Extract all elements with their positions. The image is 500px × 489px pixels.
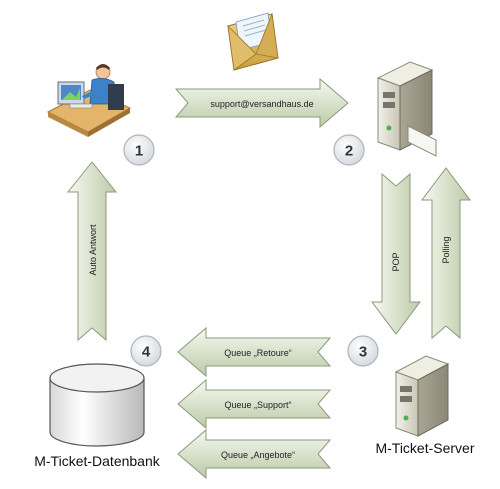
polling-arrow-label: Polling <box>441 236 451 263</box>
step-2-number: 2 <box>345 143 353 160</box>
server-tower-icon <box>394 355 450 437</box>
user-at-computer-icon <box>46 64 132 137</box>
envelope-icon <box>227 12 279 71</box>
queue-angebote-arrow: Queue „Angebote“ <box>177 428 332 480</box>
queue-support-label: Queue „Support“ <box>224 400 291 410</box>
pop-arrow: POP <box>371 172 421 335</box>
queue-support-arrow: Queue „Support“ <box>177 378 332 430</box>
step-4-badge: 4 <box>130 335 162 367</box>
database-cylinder-icon <box>49 363 145 447</box>
step-3-number: 3 <box>359 344 367 361</box>
queue-retoure-label: Queue „Retoure“ <box>224 348 292 358</box>
server-caption: M-Ticket-Server <box>375 440 474 456</box>
mail-server-icon <box>376 61 437 157</box>
auto-reply-arrow: Auto Antwort <box>66 161 118 342</box>
step-1-badge: 1 <box>123 134 155 166</box>
queue-angebote-label: Queue „Angebote“ <box>221 450 295 460</box>
polling-arrow: Polling <box>421 167 471 340</box>
pop-arrow-label: POP <box>391 252 401 271</box>
step-4-number: 4 <box>142 344 151 361</box>
database-caption: M-Ticket-Datenbank <box>34 453 161 469</box>
step-1-number: 1 <box>135 143 143 160</box>
step-3-badge: 3 <box>347 335 379 367</box>
email-arrow-label: support@versandhaus.de <box>210 99 313 109</box>
queue-retoure-arrow: Queue „Retoure“ <box>177 326 332 378</box>
email-arrow: support@versandhaus.de <box>174 77 349 129</box>
step-2-badge: 2 <box>333 134 365 166</box>
auto-reply-arrow-label: Auto Antwort <box>88 224 98 276</box>
